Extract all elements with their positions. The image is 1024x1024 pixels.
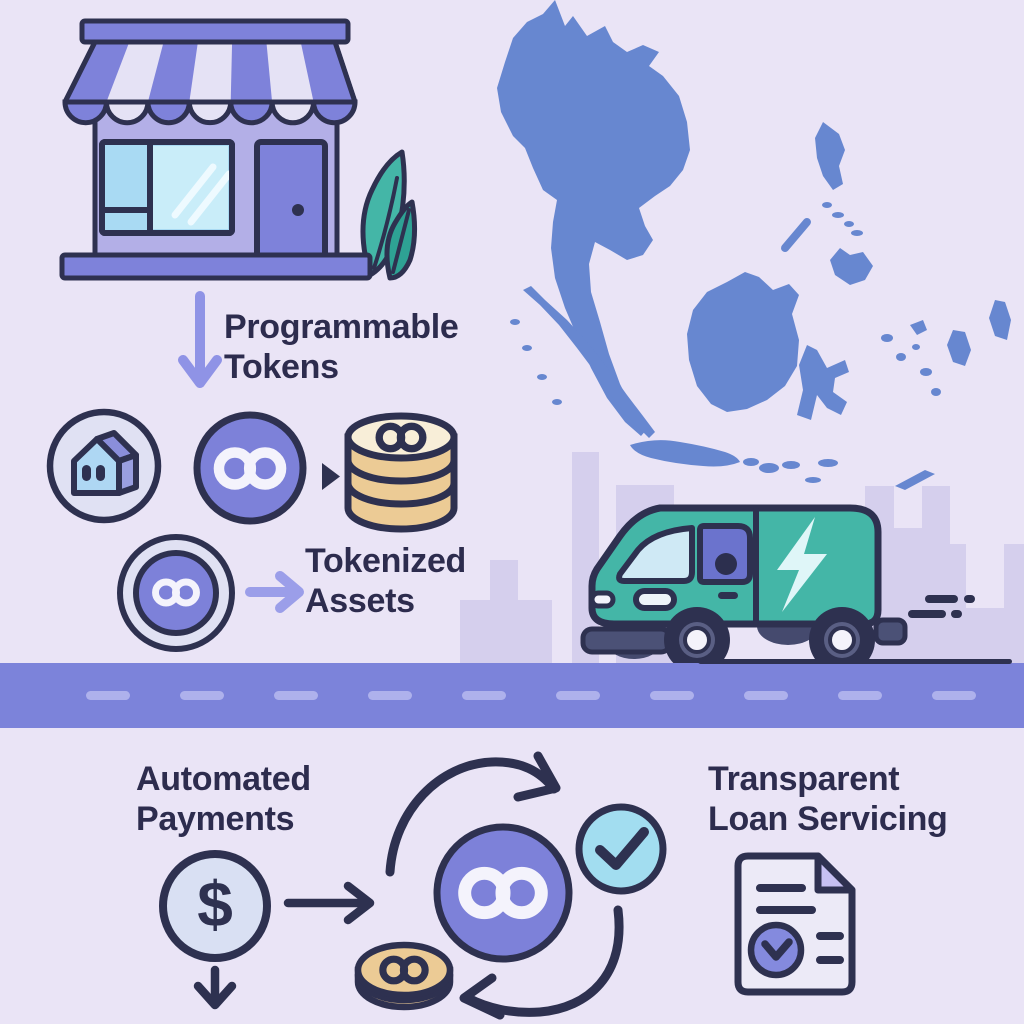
house-icon <box>71 430 139 496</box>
badge-chevron-icon <box>761 938 793 961</box>
caption-tokenized-assets: Tokenized Assets <box>305 541 466 621</box>
verified-badge-icon <box>747 921 805 979</box>
nested-token-icon <box>117 534 235 652</box>
windshield <box>616 525 695 584</box>
house-token-icon <box>46 408 162 524</box>
arrow-down-icon <box>178 291 222 388</box>
arrow-right-icon <box>283 881 375 925</box>
plant-icon <box>360 149 418 281</box>
caption-line: Tokens <box>224 348 339 386</box>
front-bumper <box>580 626 673 655</box>
caption-programmable-tokens: Programmable Tokens <box>224 307 459 387</box>
door-handle <box>718 592 738 599</box>
dollar-circle-icon: $ <box>159 850 271 962</box>
rear-bumper <box>873 617 908 646</box>
caption-automated-payments: Automated Payments <box>136 759 311 839</box>
storefront-icon <box>59 18 418 281</box>
road <box>0 663 1024 728</box>
wheel <box>809 607 875 673</box>
shop-window-icon <box>99 139 235 236</box>
arrow-right-icon <box>245 571 304 613</box>
document-icon <box>734 852 856 996</box>
text-lines <box>816 932 844 964</box>
delivery-van-icon <box>580 504 908 673</box>
checkmark-icon <box>595 827 649 870</box>
check-circle-icon <box>575 803 667 895</box>
lane-dashes <box>86 691 976 700</box>
map-icon <box>497 0 1011 490</box>
page-fold <box>814 852 856 894</box>
arrow-down-icon <box>193 965 237 1010</box>
coin-icon <box>354 941 454 1011</box>
infinity-token-icon <box>433 823 573 963</box>
shop-door-icon <box>254 139 328 260</box>
grille <box>633 588 677 611</box>
ground-line <box>698 659 1012 664</box>
lightning-bolt-icon <box>777 517 827 612</box>
coin-stack-icon <box>344 412 458 533</box>
skyline-icon <box>460 452 1024 664</box>
caption-line: Programmable <box>224 308 459 346</box>
speed-lines-icon <box>908 595 975 618</box>
driver-silhouette <box>715 553 737 575</box>
caption-line: Payments <box>136 800 295 838</box>
wheel <box>664 607 730 673</box>
infinity-token-icon <box>193 411 307 525</box>
caption-transparent-loan-servicing: Transparent Loan Servicing <box>708 759 948 839</box>
dollar-sign: $ <box>197 868 233 940</box>
headlight <box>589 590 616 609</box>
caption-line: Automated <box>136 760 311 798</box>
caption-line: Assets <box>305 582 415 620</box>
text-lines <box>756 884 816 914</box>
caption-line: Tokenized <box>305 542 467 580</box>
caption-line: Transparent <box>708 760 900 798</box>
caption-line: Loan Servicing <box>708 800 948 838</box>
